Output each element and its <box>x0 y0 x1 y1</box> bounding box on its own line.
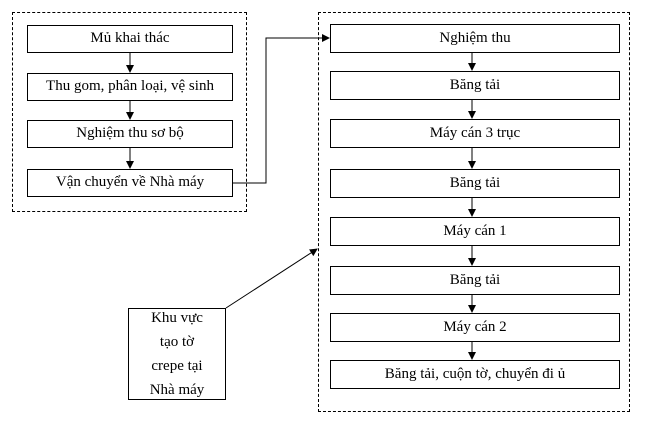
note-line: Nhà máy <box>149 382 205 398</box>
step-label: Máy cán 2 <box>443 318 507 335</box>
step-collect-sort-clean: Thu gom, phân loại, vệ sinh <box>27 73 233 101</box>
arrow-note-to-factory <box>225 248 318 309</box>
step-three-roll-mill: Máy cán 3 trục <box>330 119 620 148</box>
step-conveyor-2: Băng tải <box>330 169 620 198</box>
step-label: Băng tải <box>449 76 501 93</box>
step-mill-1: Máy cán 1 <box>330 217 620 246</box>
note-line: tạo tờ <box>159 334 195 350</box>
step-label: Băng tải <box>449 271 501 288</box>
step-label: Máy cán 1 <box>443 222 507 239</box>
step-label: Nghiệm thu <box>439 29 511 46</box>
step-label: Máy cán 3 trục <box>429 124 521 141</box>
step-conveyor-1: Băng tải <box>330 71 620 100</box>
step-label: Vận chuyển về Nhà máy <box>55 174 205 191</box>
step-label: Mủ khai thác <box>90 30 170 47</box>
step-acceptance: Nghiệm thu <box>330 24 620 53</box>
note-line: Khu vực <box>151 310 203 326</box>
step-mill-2: Máy cán 2 <box>330 313 620 342</box>
step-preliminary-inspection: Nghiệm thu sơ bộ <box>27 120 233 148</box>
step-label: Băng tải, cuộn tờ, chuyển đi ủ <box>384 365 566 382</box>
factory-process-group <box>318 12 630 412</box>
step-label: Thu gom, phân loại, vệ sinh <box>46 78 214 95</box>
step-label: Nghiệm thu sơ bộ <box>76 125 184 142</box>
step-transport-to-factory: Vận chuyển về Nhà máy <box>27 169 233 197</box>
step-conveyor-3: Băng tải <box>330 266 620 295</box>
step-conveyor-roll-transfer: Băng tải, cuộn tờ, chuyển đi ủ <box>330 360 620 389</box>
crepe-sheet-area-note: Khu vực tạo tờ crepe tại Nhà máy <box>128 308 226 400</box>
step-label: Băng tải <box>449 174 501 191</box>
step-latex-harvest: Mủ khai thác <box>27 25 233 53</box>
arrow-transport-to-acceptance <box>233 34 330 184</box>
note-line: crepe tại <box>151 358 203 374</box>
